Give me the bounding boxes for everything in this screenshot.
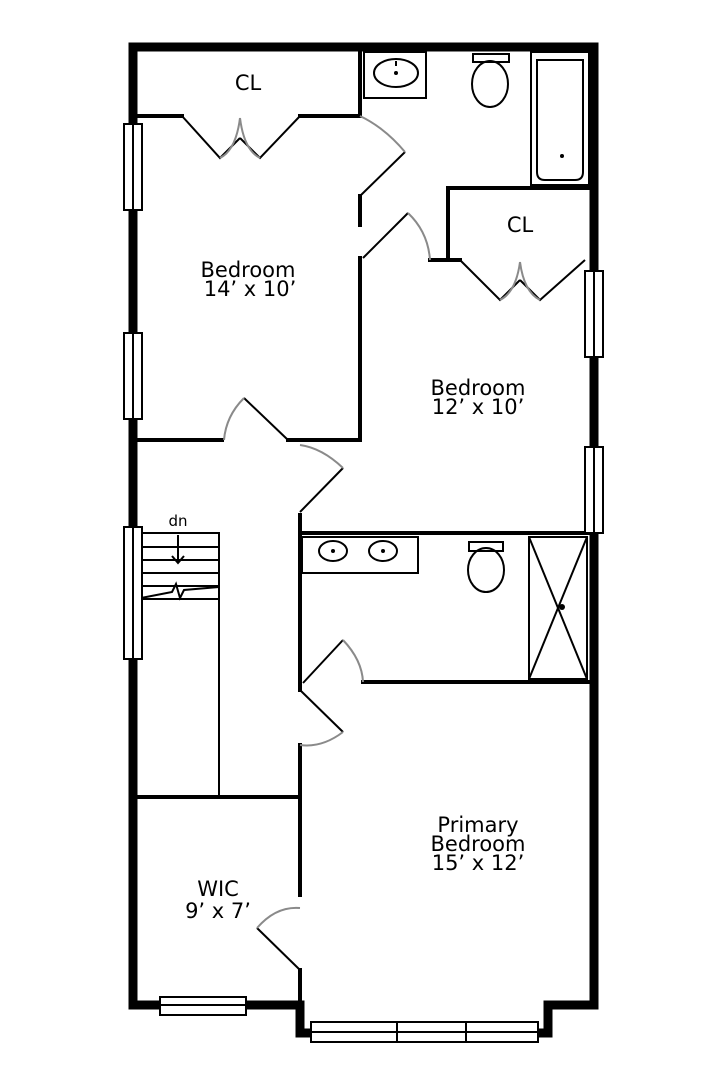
double-vanity (301, 536, 419, 574)
closet-label: CL (235, 71, 262, 95)
primary-line2: Bedroom (431, 832, 526, 856)
closet-label: CL (507, 213, 534, 237)
primary-size: 15’ x 12’ (432, 851, 525, 875)
room-labels: CL CL Bedroom 14’ x 10’ Bedroom 12’ x 10… (168, 71, 533, 923)
toilet (467, 541, 505, 593)
stairs (140, 532, 220, 601)
bedroom-b-size: 12’ x 10’ (432, 395, 525, 419)
primary-line1: Primary (437, 813, 518, 837)
bedroom-a-size: 14’ x 10’ (204, 277, 297, 301)
doors (181, 115, 586, 971)
interior-walls (136, 49, 591, 1007)
wic-name: WIC (197, 877, 239, 901)
bedroom-b-name: Bedroom (431, 376, 526, 400)
bedroom-a-name: Bedroom (201, 258, 296, 282)
stair-label: dn (168, 512, 187, 530)
shower (528, 536, 588, 680)
wic-size: 9’ x 7’ (185, 899, 251, 923)
windows (123, 123, 604, 1043)
